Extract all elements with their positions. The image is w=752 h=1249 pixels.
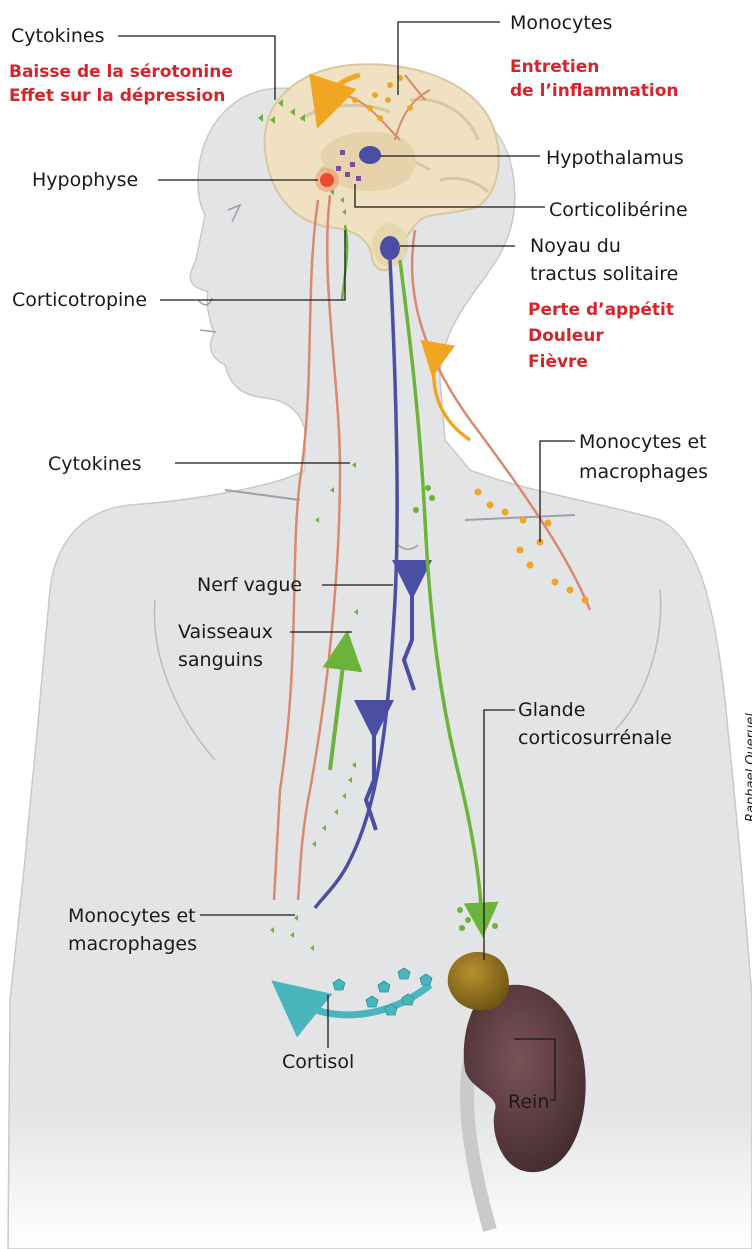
artist-credit: Raphael Queruel bbox=[744, 652, 752, 822]
label-cytokines-top: Cytokines bbox=[11, 24, 105, 48]
label-hypothalamus: Hypothalamus bbox=[546, 146, 684, 170]
label-vaisseaux-2: sanguins bbox=[178, 648, 263, 672]
label-noyau-2: tractus solitaire bbox=[530, 262, 678, 286]
label-vaisseaux-1: Vaisseaux bbox=[178, 620, 273, 644]
label-depression: Effet sur la dépression bbox=[9, 84, 225, 108]
label-cortisol: Cortisol bbox=[282, 1050, 354, 1074]
label-glande-2: corticosurrénale bbox=[518, 726, 672, 750]
label-hypophyse: Hypophyse bbox=[32, 168, 138, 192]
label-rein: Rein bbox=[508, 1090, 549, 1114]
label-mono-macro-left-2: macrophages bbox=[68, 932, 197, 956]
label-mono-macro-right-2: macrophages bbox=[579, 460, 708, 484]
label-serotonin: Baisse de la sérotonine bbox=[9, 60, 233, 84]
label-douleur: Douleur bbox=[528, 324, 604, 348]
label-mono-macro-right-1: Monocytes et bbox=[579, 430, 707, 454]
label-monocytes-top: Monocytes bbox=[510, 11, 612, 35]
label-corticoliberine: Corticolibérine bbox=[549, 198, 688, 222]
label-nerf-vague: Nerf vague bbox=[197, 573, 302, 597]
label-glande-1: Glande bbox=[518, 698, 585, 722]
label-appetit: Perte d’appétit bbox=[528, 298, 674, 322]
label-mono-macro-left-1: Monocytes et bbox=[68, 904, 196, 928]
label-entretien: Entretien bbox=[510, 55, 599, 79]
label-cytokines-mid: Cytokines bbox=[48, 452, 142, 476]
label-fievre: Fièvre bbox=[528, 350, 588, 374]
label-noyau-1: Noyau du bbox=[530, 234, 621, 258]
label-inflammation: de l’inflammation bbox=[510, 79, 679, 103]
label-corticotropine: Corticotropine bbox=[12, 288, 147, 312]
